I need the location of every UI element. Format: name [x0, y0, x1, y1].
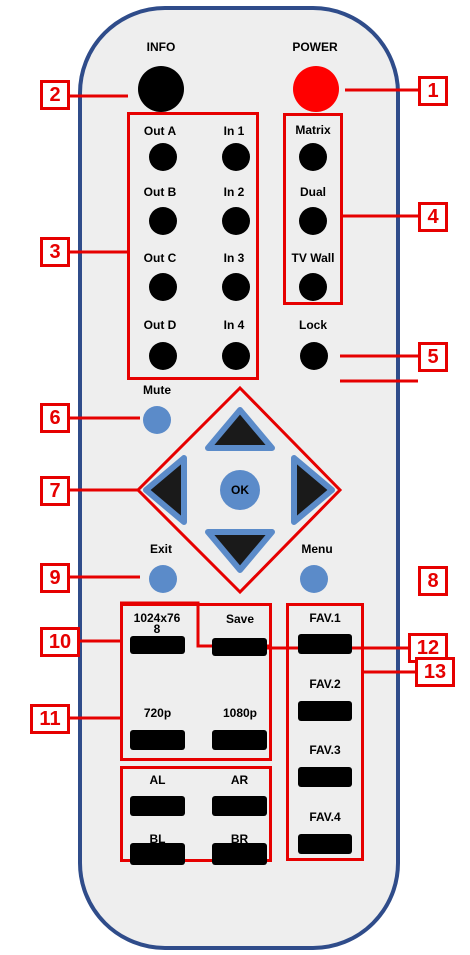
tv-wall-label: TV Wall	[291, 251, 335, 265]
res-1024-button[interactable]	[130, 636, 185, 654]
save-label: Save	[225, 612, 255, 626]
callout-8: 8	[418, 566, 448, 596]
al-button[interactable]	[130, 796, 185, 816]
info-label: INFO	[146, 40, 176, 54]
res-720-label: 720p	[143, 706, 172, 720]
menu-button[interactable]	[300, 565, 328, 593]
out-b-label: Out B	[143, 185, 177, 199]
callout-11: 11	[30, 704, 70, 734]
in-1-label: In 1	[223, 124, 245, 138]
ar-label: AR	[230, 773, 249, 787]
br-label: BR	[230, 832, 249, 846]
in-3-label: In 3	[223, 251, 245, 265]
fav4-label: FAV.4	[309, 810, 341, 824]
in-2-button[interactable]	[222, 207, 250, 235]
power-label: POWER	[292, 40, 338, 54]
matrix-label: Matrix	[295, 123, 331, 137]
out-b-button[interactable]	[149, 207, 177, 235]
out-a-label: Out A	[143, 124, 177, 138]
fav3-button[interactable]	[298, 767, 352, 787]
exit-label: Exit	[149, 542, 172, 556]
callout-13: 13	[415, 657, 455, 687]
res-1024-label-line1: 1024x76	[133, 611, 181, 625]
in-3-button[interactable]	[222, 273, 250, 301]
mute-label: Mute	[143, 383, 171, 397]
group-fav-frame	[286, 603, 364, 861]
info-button[interactable]	[138, 66, 184, 112]
fav1-label: FAV.1	[309, 611, 341, 625]
in-4-label: In 4	[223, 318, 245, 332]
group-io-frame	[127, 112, 259, 380]
callout-6: 6	[40, 403, 70, 433]
in-1-button[interactable]	[222, 143, 250, 171]
mute-button[interactable]	[143, 406, 171, 434]
callout-5: 5	[418, 342, 448, 372]
res-1080-button[interactable]	[212, 730, 267, 750]
out-c-label: Out C	[143, 251, 177, 265]
fav4-button[interactable]	[298, 834, 352, 854]
menu-label: Menu	[301, 542, 333, 556]
bl-label: BL	[149, 832, 166, 846]
exit-button[interactable]	[149, 565, 177, 593]
in-2-label: In 2	[223, 185, 245, 199]
ar-button[interactable]	[212, 796, 267, 816]
al-label: AL	[149, 773, 166, 787]
res-720-button[interactable]	[130, 730, 185, 750]
fav2-label: FAV.2	[309, 677, 341, 691]
lock-label: Lock	[298, 318, 327, 332]
save-button[interactable]	[212, 638, 267, 656]
out-d-label: Out D	[143, 318, 177, 332]
br-button[interactable]	[212, 843, 267, 865]
callout-leaders	[70, 88, 418, 720]
bl-button[interactable]	[130, 843, 185, 865]
power-button[interactable]	[293, 66, 339, 112]
arrow-down-icon[interactable]	[205, 529, 275, 573]
arrow-left-icon[interactable]	[143, 455, 187, 525]
fav1-button[interactable]	[298, 634, 352, 654]
callout-7: 7	[40, 476, 70, 506]
callout-2: 2	[40, 80, 70, 110]
ok-button[interactable]: OK	[220, 470, 260, 510]
callout-4: 4	[418, 202, 448, 232]
ok-label: OK	[231, 483, 249, 497]
dpad-frame	[135, 385, 343, 595]
tv-wall-button[interactable]	[299, 273, 327, 301]
callout-9: 9	[40, 563, 70, 593]
out-a-button[interactable]	[149, 143, 177, 171]
group-audio-frame	[120, 766, 272, 862]
fav3-label: FAV.3	[309, 743, 341, 757]
callout-1: 1	[418, 76, 448, 106]
dual-button[interactable]	[299, 207, 327, 235]
lock-button[interactable]	[300, 342, 328, 370]
dual-label: Dual	[299, 185, 326, 199]
res-1024-label-line2: 8	[153, 622, 161, 636]
callout-10: 10	[40, 627, 80, 657]
out-d-button[interactable]	[149, 342, 177, 370]
arrow-up-icon[interactable]	[205, 407, 275, 451]
fav2-button[interactable]	[298, 701, 352, 721]
group-mode-frame	[283, 113, 343, 305]
in-4-button[interactable]	[222, 342, 250, 370]
arrow-right-icon[interactable]	[291, 455, 335, 525]
res-1080-label: 1080p	[222, 706, 258, 720]
callout-3: 3	[40, 237, 70, 267]
out-c-button[interactable]	[149, 273, 177, 301]
matrix-button[interactable]	[299, 143, 327, 171]
